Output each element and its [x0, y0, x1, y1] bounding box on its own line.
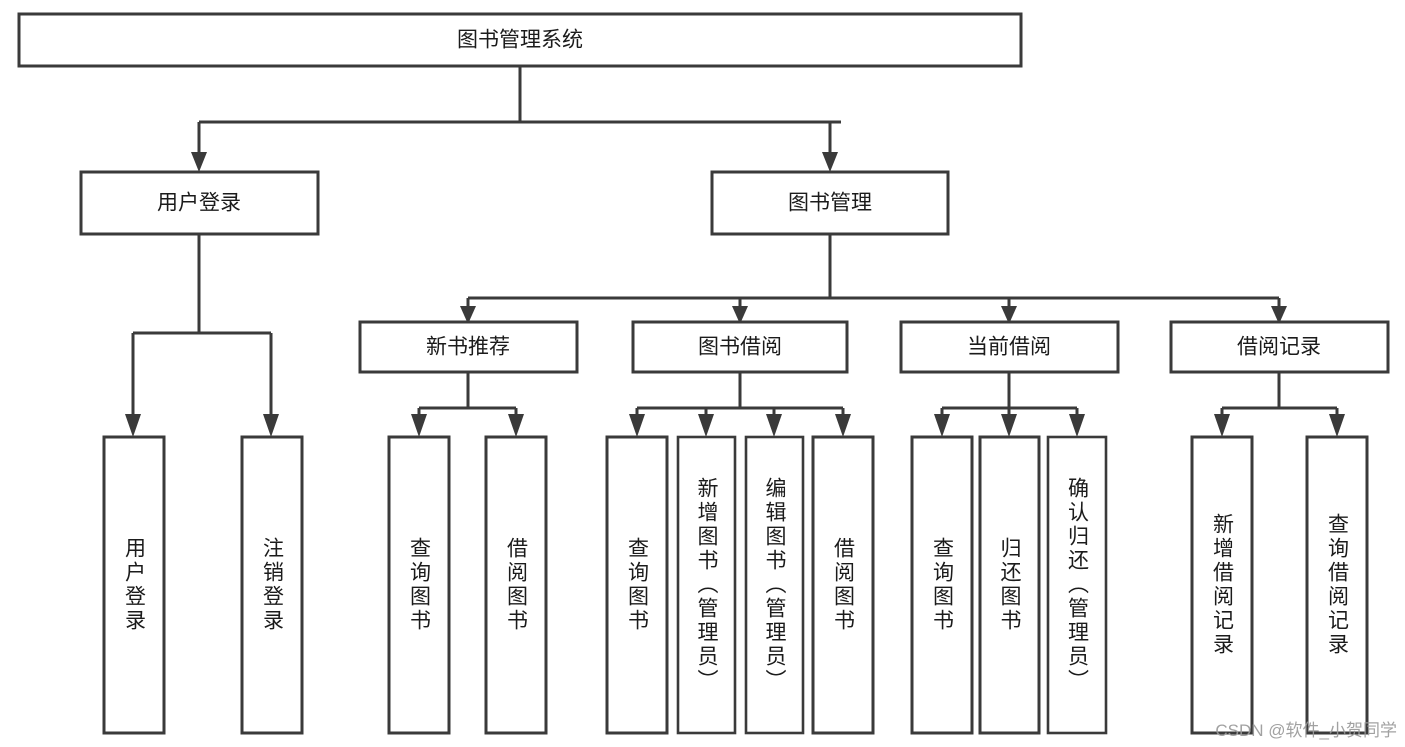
connector-root-to-level2	[191, 66, 841, 172]
node-borrow-record[interactable]: 借阅记录	[1169, 320, 1390, 374]
node-user-login-label: 用户登录	[157, 192, 241, 215]
watermark-text: CSDN @软件_小贺同学	[1215, 721, 1397, 740]
node-root[interactable]: 图书管理系统	[17, 12, 1023, 68]
connector-newbook-to-leaves	[411, 372, 524, 437]
node-user-login[interactable]: 用户登录	[79, 170, 320, 236]
connector-borrowrecord-to-leaves	[1214, 372, 1345, 437]
leaf-box-edit-book[interactable]	[744, 435, 805, 735]
connector-bookmanage-to-level3	[460, 234, 1287, 324]
leaf-box-query-record[interactable]	[1305, 435, 1369, 735]
connector-userlogin-to-leaves	[125, 234, 279, 437]
leaf-box-borrow-book-1[interactable]	[484, 435, 548, 735]
node-new-book-recommend[interactable]: 新书推荐	[358, 320, 579, 374]
leaf-box-user-logout[interactable]	[240, 435, 304, 735]
leaf-box-add-record[interactable]	[1190, 435, 1254, 735]
node-new-book-recommend-label: 新书推荐	[426, 336, 510, 359]
leaf-boxes	[102, 435, 1369, 735]
leaf-box-user-login[interactable]	[102, 435, 166, 735]
leaf-box-borrow-book-2[interactable]	[811, 435, 875, 735]
node-root-label: 图书管理系统	[457, 29, 583, 52]
node-book-manage-label: 图书管理	[788, 192, 872, 215]
connector-currentborrow-to-leaves	[934, 372, 1085, 437]
node-current-borrow-label: 当前借阅	[967, 336, 1051, 359]
node-current-borrow[interactable]: 当前借阅	[899, 320, 1120, 374]
leaf-box-add-book[interactable]	[676, 435, 737, 735]
leaf-box-query-book-3[interactable]	[910, 435, 974, 735]
leaf-box-query-book-1[interactable]	[387, 435, 451, 735]
node-book-manage[interactable]: 图书管理	[710, 170, 950, 236]
leaf-box-confirm-return[interactable]	[1046, 435, 1108, 735]
connector-bookborrow-to-leaves	[629, 372, 851, 437]
leaf-box-return-book[interactable]	[978, 435, 1041, 735]
node-book-borrow[interactable]: 图书借阅	[631, 320, 849, 374]
leaf-box-query-book-2[interactable]	[605, 435, 669, 735]
node-borrow-record-label: 借阅记录	[1237, 336, 1321, 359]
node-book-borrow-label: 图书借阅	[698, 336, 782, 359]
